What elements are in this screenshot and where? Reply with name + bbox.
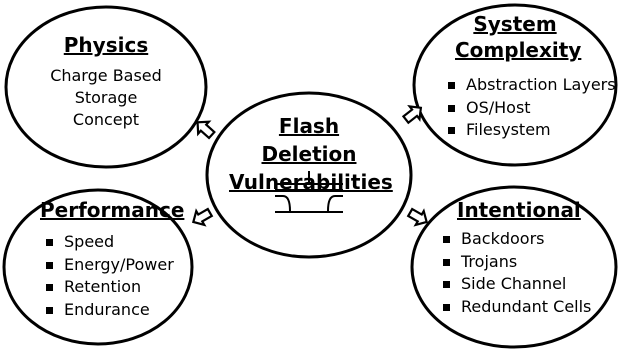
system-complexity-list: Abstraction Layers OS/Host Filesystem [446, 74, 616, 142]
performance-list: Speed Energy/Power Retention Endurance [44, 231, 174, 321]
physics-line: Concept [72, 110, 140, 129]
list-item: OS/Host [446, 97, 616, 120]
arrow-to-system-complexity [401, 105, 423, 125]
bullet-icon [46, 239, 53, 246]
intentional-title: Intentional [457, 198, 581, 222]
physics-line: Storage [74, 88, 138, 107]
list-item: Speed [44, 231, 174, 254]
bullet-icon [448, 127, 455, 134]
list-item: Side Channel [441, 273, 591, 296]
list-item: Redundant Cells [441, 296, 591, 319]
arrow-to-performance [191, 207, 214, 227]
arrow-to-intentional [406, 207, 429, 227]
physics-node: Physics Charge Based Storage Concept [36, 33, 176, 131]
list-item: Endurance [44, 299, 174, 322]
system-complexity-title: System Complexity [455, 11, 582, 63]
list-item: Filesystem [446, 119, 616, 142]
list-item: Retention [44, 276, 174, 299]
intentional-list: Backdoors Trojans Side Channel Redundant… [441, 228, 591, 318]
intentional-ellipse [410, 185, 618, 349]
flash-transistor-icon [275, 171, 343, 213]
list-item: Energy/Power [44, 254, 174, 277]
bullet-icon [443, 281, 450, 288]
center-title-line1: Flash Deletion [261, 114, 357, 166]
system-complexity-title-line1: System [473, 12, 557, 36]
system-complexity-ellipse [412, 3, 618, 167]
physics-body: Charge Based Storage Concept [36, 65, 176, 131]
physics-line: Charge Based [50, 66, 162, 85]
list-item: Trojans [441, 251, 591, 274]
bullet-icon [46, 284, 53, 291]
performance-ellipse [2, 188, 194, 346]
bullet-icon [443, 236, 450, 243]
bullet-icon [443, 258, 450, 266]
performance-title: Performance [40, 198, 185, 222]
arrow-to-physics [196, 120, 216, 140]
physics-ellipse [4, 5, 208, 169]
list-item: Abstraction Layers [446, 74, 616, 97]
bullet-icon [443, 303, 450, 311]
center-title-line2: Vulnerabilities [229, 170, 393, 194]
bullet-icon [46, 306, 53, 314]
list-item: Backdoors [441, 228, 591, 251]
bullet-icon [448, 82, 455, 89]
system-complexity-title-line2: Complexity [455, 38, 582, 62]
center-title: Flash Deletion Vulnerabilities [229, 112, 393, 196]
physics-title: Physics [63, 33, 149, 57]
bullet-icon [448, 104, 455, 112]
bullet-icon [46, 261, 53, 269]
